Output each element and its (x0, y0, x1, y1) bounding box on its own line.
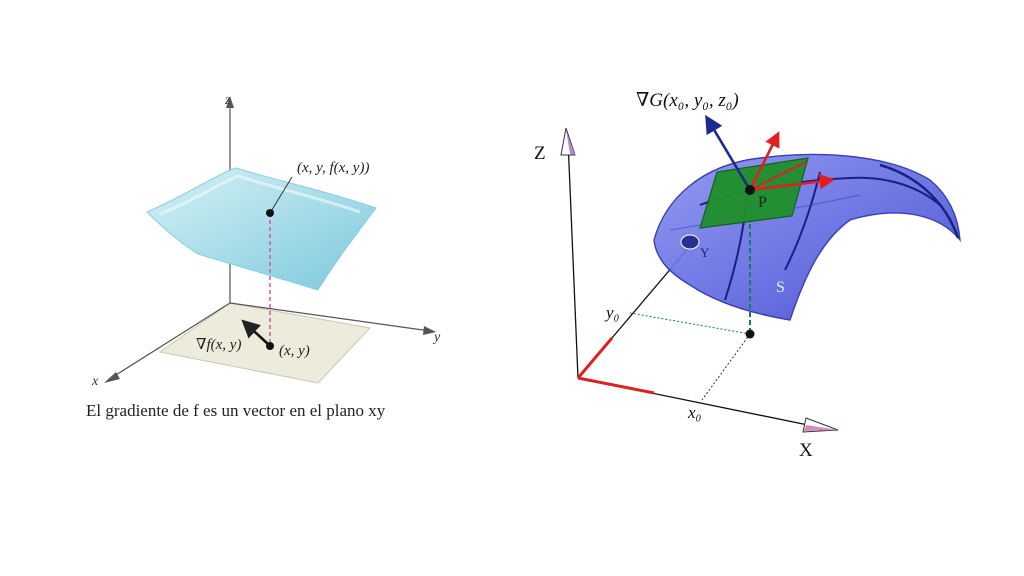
Z-axis-label: Z (534, 143, 546, 164)
gradient-G-label: ∇G(x₀, y₀, z₀) (636, 90, 739, 111)
X-axis-label: X (799, 440, 813, 461)
x-axis-arrowhead (104, 372, 120, 383)
point-P (745, 185, 755, 195)
y-axis-arrowhead (423, 326, 436, 335)
axis-z-label: z (224, 93, 231, 108)
X-axis-cone-shade (804, 425, 838, 431)
surface-highlight (159, 174, 361, 216)
gradient-vector (705, 114, 752, 191)
Z-axis-cone-shade (566, 130, 575, 155)
Z-axis (567, 139, 579, 379)
surface-f (146, 167, 377, 291)
red-basis-x (577, 376, 655, 395)
base-point-label: (x, y) (279, 343, 310, 359)
gradient-label: ∇f(x, y) (196, 337, 241, 353)
y-axis (229, 302, 431, 332)
Y-axis-marker (680, 234, 700, 250)
right-figure: ∇G(x₀, y₀, z₀) Z X Y P S x₀ y₀ (534, 90, 961, 461)
surface-edge-right (879, 163, 960, 239)
red-vector-up (748, 131, 780, 191)
surface-point (266, 209, 274, 217)
P-label: P (758, 194, 767, 211)
surface-point-label: (x, y, f(x, y)) (297, 160, 369, 176)
Y-axis-label: Y (700, 245, 710, 260)
red-vector-side (749, 161, 807, 191)
y0-projection (629, 312, 751, 335)
x-axis (107, 302, 231, 381)
y0-label: y₀ (604, 303, 620, 322)
z-axis-arrowhead (226, 96, 234, 108)
left-figure: z y x (x, y, f(x, y)) ∇f(x, y) (x, y) El… (86, 93, 441, 420)
axis-y-label: y (432, 330, 441, 345)
red-vector-right (749, 173, 836, 192)
gradient-arrow (241, 319, 269, 345)
red-basis-y (576, 337, 614, 379)
point-leader (269, 176, 293, 214)
S-label: S (776, 279, 785, 296)
P-base-point (745, 329, 755, 339)
left-caption: El gradiente de f es un vector en el pla… (86, 401, 386, 420)
x0-label: x₀ (687, 403, 702, 422)
axis-x-label: x (91, 374, 99, 389)
x0-projection (701, 333, 751, 401)
